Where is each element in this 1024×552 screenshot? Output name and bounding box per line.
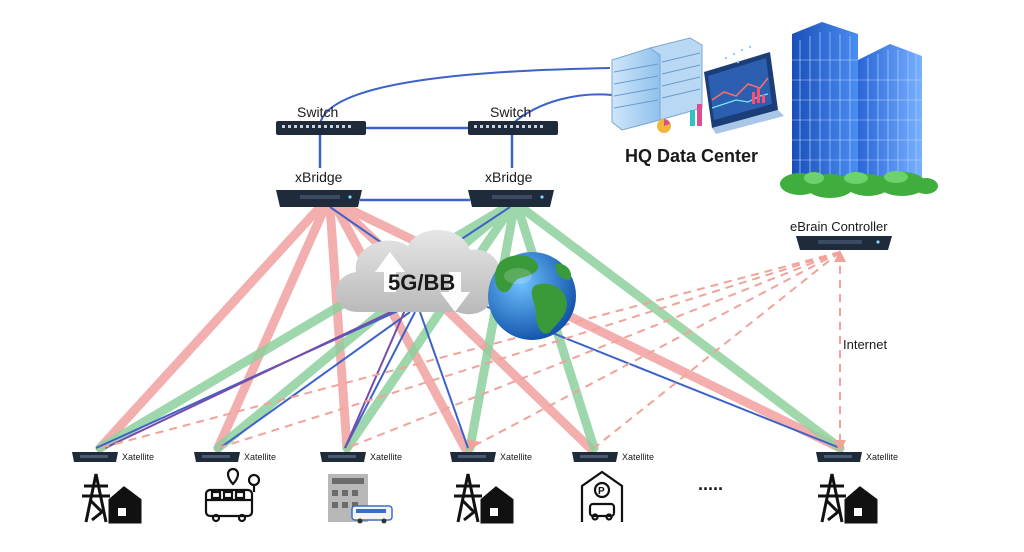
xatellite-device-6 <box>816 452 862 462</box>
site-label: Xatellite <box>244 452 276 462</box>
xatellite-device-3 <box>320 452 366 462</box>
xbridge-left <box>276 190 362 207</box>
power-tower-house-icon <box>454 473 514 524</box>
cloud-label: 5G/BB <box>388 270 455 295</box>
internet-dashed-links <box>99 251 841 449</box>
access-links <box>95 206 841 449</box>
ebrain-label: eBrain Controller <box>790 219 888 234</box>
svg-text:P: P <box>598 486 605 497</box>
internet-label: Internet <box>843 337 887 352</box>
site-label: Xatellite <box>370 452 402 462</box>
more-sites-ellipsis: ..... <box>698 474 723 494</box>
switch-right-label: Switch <box>490 104 531 120</box>
power-tower-house-icon <box>818 473 878 524</box>
xatellite-device-5 <box>572 452 618 462</box>
xatellite-device-2 <box>194 452 240 462</box>
switch-left-label: Switch <box>297 104 338 120</box>
site-label: Xatellite <box>622 452 654 462</box>
xbridge-right-label: xBridge <box>485 169 533 185</box>
hq-server-racks-icon <box>611 37 703 133</box>
site-label: Xatellite <box>500 452 532 462</box>
purple-links <box>104 309 406 449</box>
hq-buildings-icon <box>780 22 938 198</box>
xatellite-device-1 <box>72 452 118 462</box>
arrow-down-site6 <box>834 440 846 452</box>
cloud-5g-bb-icon <box>335 229 500 315</box>
switch-left <box>276 121 366 135</box>
xbridge-right <box>468 190 554 207</box>
arrow-up-ebrain <box>834 250 846 262</box>
site-label: Xatellite <box>866 452 898 462</box>
switch-right <box>468 121 558 135</box>
parking-garage-icon: P <box>580 470 624 522</box>
arrow-site4 <box>467 439 480 452</box>
hq-label: HQ Data Center <box>625 146 758 166</box>
bus-station-icon <box>204 467 261 523</box>
xbridge-left-label: xBridge <box>295 169 343 185</box>
ebrain-controller-device <box>796 236 892 250</box>
building-bus-icon <box>328 474 393 524</box>
link-switch-hq-left <box>319 67 611 125</box>
link-switch-hq-right <box>511 93 613 125</box>
power-tower-house-icon <box>82 473 142 524</box>
globe-icon <box>488 252 576 340</box>
xatellite-device-4 <box>450 452 496 462</box>
hq-monitor-icon <box>704 45 784 134</box>
site-label: Xatellite <box>122 452 154 462</box>
